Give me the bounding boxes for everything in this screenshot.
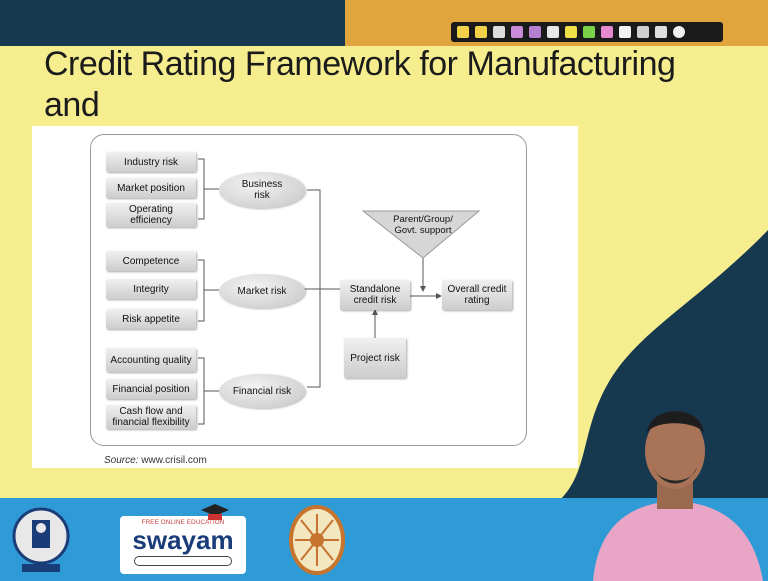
annotation-toolbar[interactable] [451, 22, 723, 42]
title-line-1: Credit Rating Framework for Manufacturin… [44, 45, 676, 124]
support-label: Parent/Group/ Govt. support [393, 214, 453, 236]
support-funnel [361, 210, 481, 259]
swayam-name: swayam [132, 525, 234, 555]
highlighter-icon[interactable] [565, 26, 577, 38]
financial-position-box: Financial position [106, 379, 196, 399]
cash-flow-box: Cash flow and financial flexibility [106, 405, 196, 429]
presenter-video [593, 411, 763, 581]
operating-efficiency-box: Operating efficiency [106, 203, 196, 227]
risk-appetite-box: Risk appetite [106, 309, 196, 329]
swayam-logo: FREE ONLINE EDUCATION swayam [120, 516, 246, 574]
page-icon[interactable] [547, 26, 559, 38]
marker-icon[interactable] [511, 26, 523, 38]
standalone-credit-risk-box: Standalone credit risk [340, 280, 410, 310]
arrow-icon[interactable] [475, 26, 487, 38]
industry-risk-box: Industry risk [106, 152, 196, 172]
green-pen-icon[interactable] [583, 26, 595, 38]
pen-icon[interactable] [529, 26, 541, 38]
pointer-icon[interactable] [457, 26, 469, 38]
diagram-figure: Industry risk Market position Operating … [32, 126, 578, 468]
close-icon[interactable] [673, 26, 685, 38]
nptel-emblem [289, 505, 345, 575]
laser-icon[interactable] [637, 26, 649, 38]
market-position-box: Market position [106, 178, 196, 198]
connector-lines [198, 158, 481, 425]
integrity-box: Integrity [106, 279, 196, 299]
accounting-quality-box: Accounting quality [106, 348, 196, 372]
financial-risk-ellipse: Financial risk [219, 374, 305, 408]
header-band-dark [0, 0, 345, 46]
iit-kgp-logo [12, 507, 70, 572]
swayam-cap-icon [201, 504, 229, 520]
select-icon[interactable] [493, 26, 505, 38]
source-note: Source: www.crisil.com [104, 455, 207, 466]
settings-icon[interactable] [655, 26, 667, 38]
swayam-tagline: FREE ONLINE EDUCATION [141, 519, 225, 526]
competence-box: Competence [106, 251, 196, 271]
business-risk-ellipse: Business risk [219, 172, 305, 208]
project-risk-box: Project risk [344, 338, 406, 378]
eraser-icon[interactable] [619, 26, 631, 38]
swayam-bar [134, 556, 232, 566]
market-risk-ellipse: Market risk [219, 274, 305, 308]
overall-credit-rating-box: Overall credit rating [442, 280, 512, 310]
color-icon[interactable] [601, 26, 613, 38]
